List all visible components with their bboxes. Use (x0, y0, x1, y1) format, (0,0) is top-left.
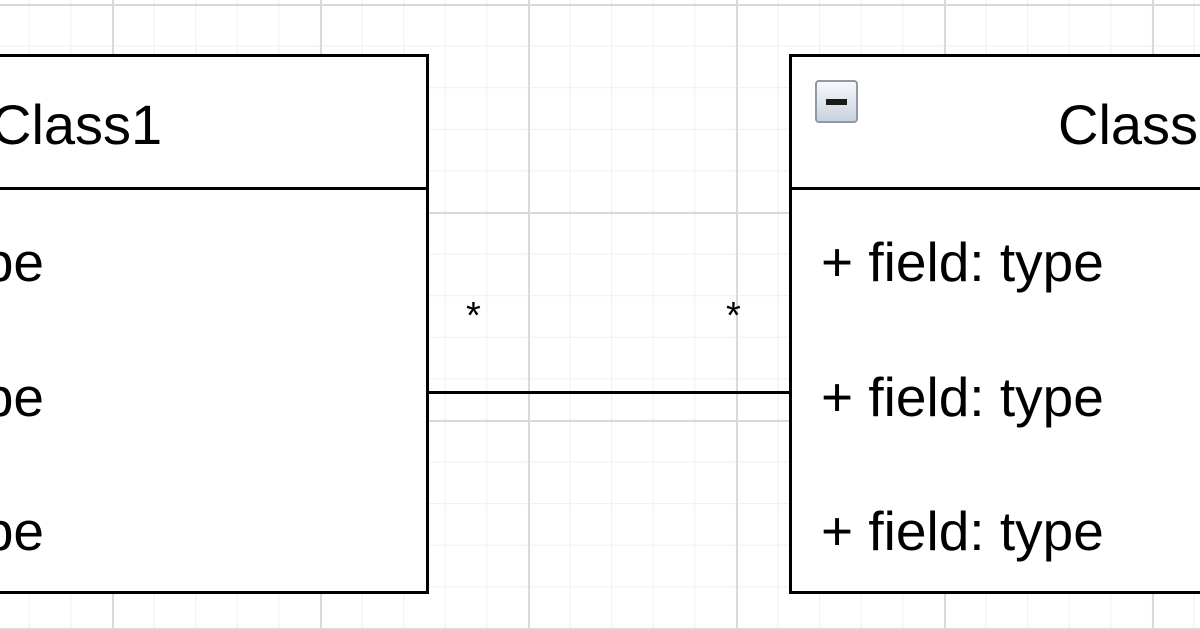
class-field[interactable]: + field: type (821, 500, 1104, 562)
class-name: Class1 (0, 93, 163, 156)
class-header[interactable]: Class (792, 57, 1200, 190)
class-field[interactable]: + field: type (821, 366, 1104, 428)
class-header[interactable]: Class1 (0, 57, 426, 190)
source-multiplicity-label[interactable]: * (466, 295, 481, 337)
class-field[interactable]: pe (0, 231, 44, 293)
class-field[interactable]: + field: type (821, 231, 1104, 293)
minus-icon (826, 99, 847, 105)
class-field[interactable]: pe (0, 500, 44, 562)
uml-class-class2[interactable]: Class + field: type + field: type + fiel… (789, 54, 1200, 594)
uml-class-class1[interactable]: Class1 pe pe pe (0, 54, 429, 594)
association-edge[interactable] (426, 391, 792, 394)
collapse-minus-icon[interactable] (815, 80, 858, 123)
target-multiplicity-label[interactable]: * (726, 295, 741, 337)
class-name: Class (1058, 93, 1199, 156)
class-field[interactable]: pe (0, 366, 44, 428)
